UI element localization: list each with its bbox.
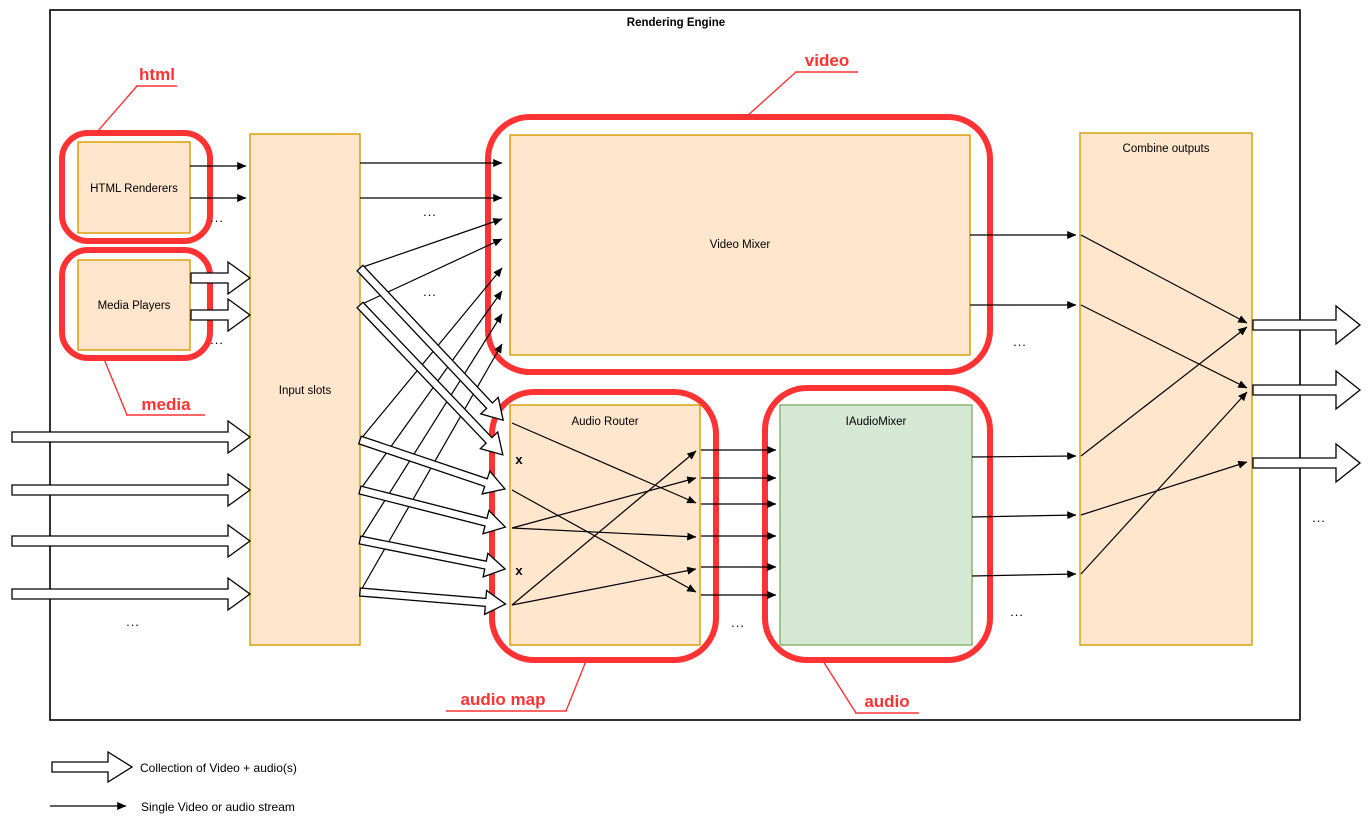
collection-arrow-audio (357, 435, 507, 495)
combine-line (1080, 391, 1248, 575)
audio-route-line (511, 476, 697, 529)
combine-line (1080, 326, 1248, 457)
ellipsis-mark: ... (210, 210, 224, 225)
ellipsis-mark: ... (210, 332, 224, 347)
collection-arrow-output (1252, 442, 1362, 484)
collection-arrow-audio (356, 301, 504, 456)
html-renderers-label: HTML Renderers (90, 183, 178, 195)
diagram-marks: x x ... ... ... ... ... ... ... ... ... (126, 204, 1326, 630)
audio-route-line (511, 450, 697, 606)
audio-annotation-label: audio (864, 692, 909, 711)
ellipsis-mark: ... (423, 204, 437, 219)
media-annotation-leader (103, 358, 128, 416)
collection-arrow-audio (356, 264, 505, 422)
video-group-outline (485, 114, 993, 375)
audio-router-node (509, 404, 701, 646)
input-slots-node (249, 133, 361, 646)
ellipsis-mark: ... (126, 614, 140, 629)
stream-arrow (359, 267, 503, 441)
stream-arrow (359, 218, 503, 269)
collection-arrow-output (1252, 369, 1362, 411)
ellipsis-mark: ... (1010, 604, 1024, 619)
stream-arrow (359, 313, 503, 541)
audio-map-annotation-label: audio map (460, 690, 545, 709)
red-annotation-labels: html video media audio map audio (96, 51, 919, 714)
ellipsis-mark: ... (1013, 334, 1027, 349)
media-players-label: Media Players (98, 300, 171, 312)
cross-mark: x (515, 563, 523, 578)
rendering-engine-frame (49, 9, 1301, 721)
stream-arrow (359, 290, 503, 491)
combine-line (1080, 460, 1248, 516)
input-slots-label: Input slots (279, 385, 332, 397)
html-group-outline (59, 130, 213, 244)
iaudiomixer-node (779, 404, 973, 646)
combine-line (1080, 304, 1248, 389)
collection-arrow-audio (358, 587, 507, 616)
audio-map-annotation-leader (565, 660, 587, 712)
collection-arrow-input (11, 419, 252, 455)
stream-arrow (971, 511, 1077, 520)
audio-route-line (511, 566, 697, 606)
legend-single-label: Single Video or audio stream (141, 800, 295, 814)
combine-line (1080, 234, 1248, 324)
collection-arrow-media (190, 297, 252, 333)
ellipsis-mark: ... (731, 615, 745, 630)
collection-arrows (11, 260, 1362, 616)
diagram-nodes: HTML Renderers Media Players Input slots… (77, 132, 1253, 646)
collection-arrow-audio (358, 485, 507, 535)
audio-router-label: Audio Router (571, 416, 638, 428)
video-mixer-node (509, 134, 971, 356)
audio-group-outline (762, 385, 993, 663)
media-players-node (77, 259, 191, 351)
ellipsis-mark: ... (1312, 510, 1326, 525)
collection-arrow-input (11, 472, 252, 508)
iaudiomixer-label: IAudioMixer (846, 416, 907, 428)
collection-arrow-input (11, 576, 252, 612)
combine-outputs-node (1079, 132, 1253, 646)
video-mixer-label: Video Mixer (710, 239, 771, 251)
collection-arrow-input (11, 523, 252, 559)
legend: Collection of Video + audio(s) Single Vi… (50, 750, 297, 814)
video-annotation-leader (745, 71, 797, 118)
media-group-outline (59, 247, 213, 361)
audio-annotation-leader (822, 660, 857, 714)
stream-arrow (971, 452, 1077, 461)
ellipsis-mark: ... (423, 284, 437, 299)
collection-arrow-output (1252, 304, 1362, 346)
audio-route-line (511, 422, 697, 504)
html-renderers-node (77, 141, 191, 234)
stream-arrow (971, 570, 1077, 579)
html-annotation-leader (96, 85, 138, 133)
diagram-title: Rendering Engine (627, 17, 725, 29)
video-annotation-label: video (805, 51, 849, 70)
legend-collection-label: Collection of Video + audio(s) (140, 761, 297, 775)
audio-route-line (511, 527, 697, 541)
collection-arrow-audio (358, 535, 507, 578)
collection-arrow-media (190, 260, 252, 296)
combine-outputs-label: Combine outputs (1123, 143, 1210, 155)
legend-collection-arrow-icon (51, 750, 134, 784)
html-annotation-label: html (139, 65, 175, 84)
cross-mark: x (515, 452, 523, 467)
media-annotation-label: media (141, 395, 191, 414)
